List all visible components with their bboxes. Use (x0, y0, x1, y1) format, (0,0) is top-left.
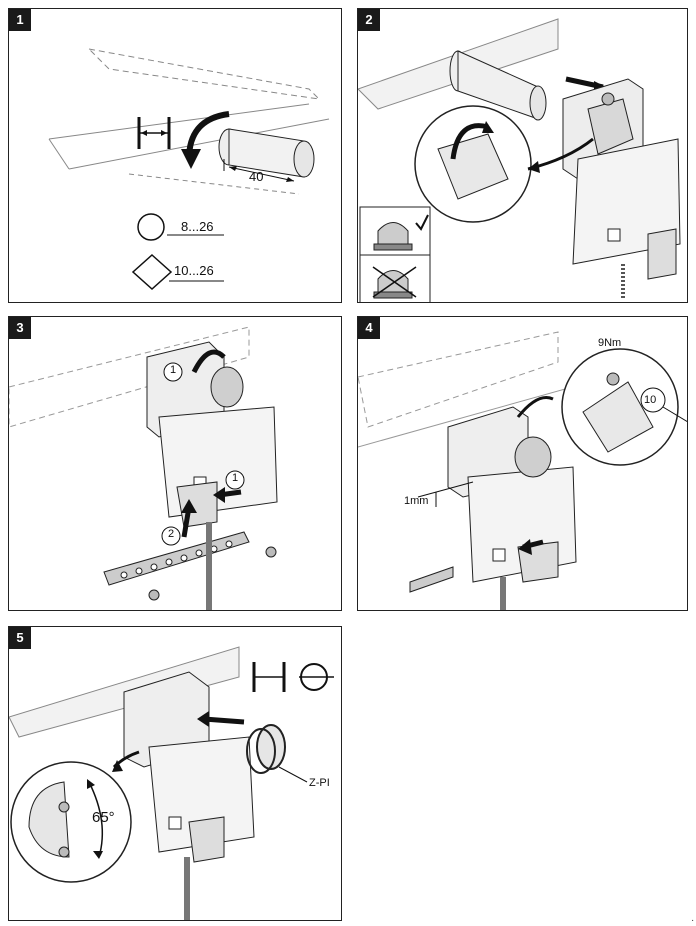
round-shaft-range: 8...26 (181, 219, 214, 234)
rotation-angle-label: 65° (92, 809, 115, 826)
step-5-illustration (9, 646, 334, 920)
step-3-panel: 3 1 2 1 (8, 316, 342, 611)
step-number-badge: 1 (9, 9, 31, 31)
part-label: Z-PI (309, 777, 330, 789)
page-mark: . (691, 913, 694, 924)
step-2-panel: 2 (357, 8, 688, 303)
callout-1-button: 1 (232, 472, 239, 484)
step-4-panel: 4 9Nm 10 1mm (357, 316, 688, 611)
step-number-badge: 2 (358, 9, 380, 31)
step-4-illustration (358, 331, 687, 610)
step-number-badge: 5 (9, 627, 31, 649)
step-1-illustration (48, 48, 330, 291)
callout-2-lever: 2 (168, 528, 175, 540)
step-1-panel: 1 40 8...26 10...26 (8, 8, 342, 303)
gap-label: 1mm (404, 495, 429, 507)
step-2-illustration (358, 18, 681, 302)
step-number-badge: 4 (358, 317, 380, 339)
step-3-illustration (9, 326, 278, 610)
square-shaft-range: 10...26 (174, 263, 214, 278)
torque-label: 9Nm (598, 337, 622, 349)
callout-1-clamp: 1 (170, 364, 177, 376)
step-number-badge: 3 (9, 317, 31, 339)
shaft-length-label: 40 (249, 169, 264, 184)
wrench-size-label: 10 (644, 394, 657, 406)
step-5-panel: 5 65° Z-PI (8, 626, 342, 921)
